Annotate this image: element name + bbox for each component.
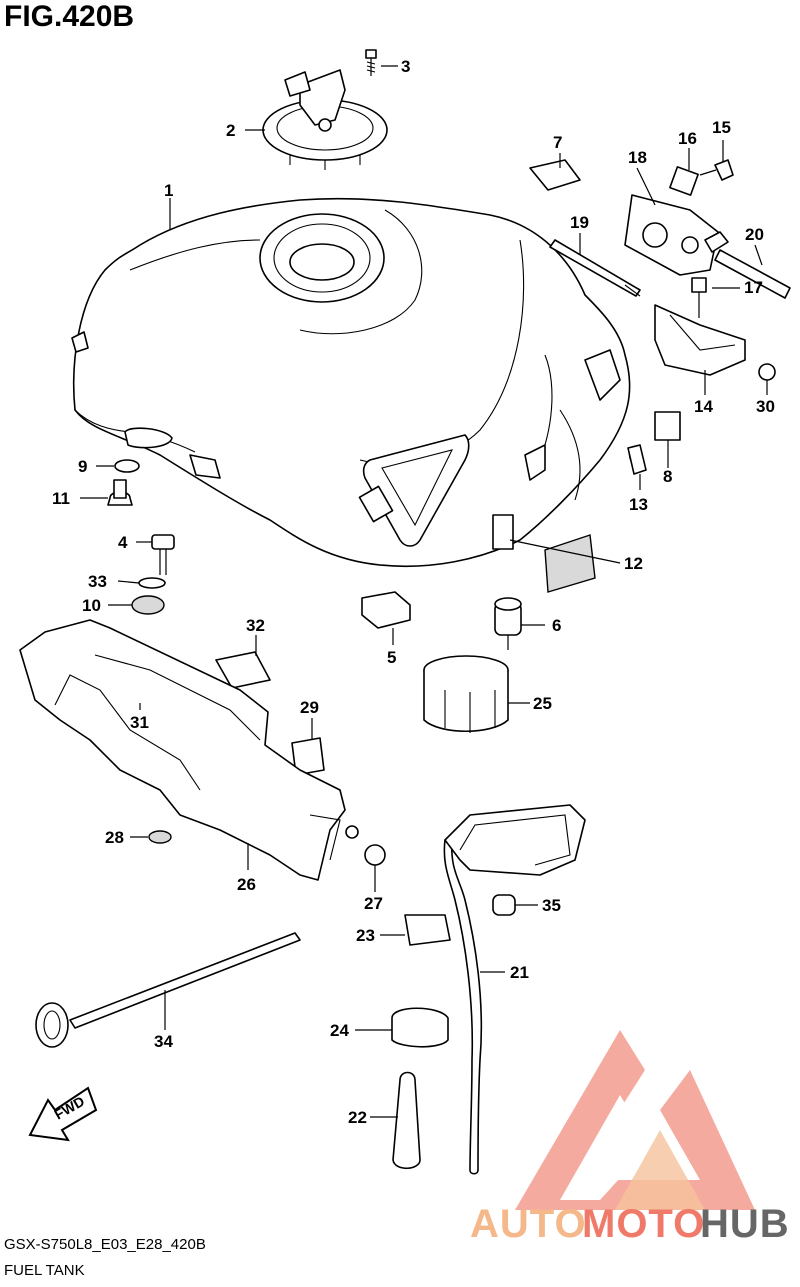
watermark-logo: [515, 1030, 755, 1210]
callout-31: 31: [130, 713, 149, 732]
fuel-cap-part: [262, 69, 388, 170]
callout-6: 6: [552, 616, 561, 635]
figure-title: FIG.420B: [4, 0, 135, 33]
bracket-assembly: [529, 159, 791, 468]
figure-code: GSX-S750L8_E03_E28_420B: [4, 1236, 206, 1253]
callout-16: 16: [678, 129, 697, 148]
callout-8: 8: [663, 467, 672, 486]
callout-21: 21: [510, 963, 529, 982]
fwd-arrow-icon: FWD: [28, 1086, 98, 1142]
callout-1: 1: [164, 181, 173, 200]
watermark-moto: MOTO: [582, 1202, 705, 1246]
watermark-hub: HUB: [700, 1202, 790, 1246]
bolt-part: [365, 49, 377, 76]
figure-name: FUEL TANK: [4, 1262, 85, 1279]
callout-7: 7: [553, 133, 562, 152]
callout-23: 23: [356, 926, 375, 945]
callout-34: 34: [154, 1032, 173, 1051]
callout-33: 33: [88, 572, 107, 591]
callout-9: 9: [78, 457, 87, 476]
callout-27: 27: [364, 894, 383, 913]
callout-4: 4: [118, 533, 128, 552]
callout-35: 35: [542, 896, 561, 915]
callout-3: 3: [401, 57, 410, 76]
callout-30: 30: [756, 397, 775, 416]
callout-14: 14: [694, 397, 713, 416]
callout-26: 26: [237, 875, 256, 894]
callout-12: 12: [624, 554, 643, 573]
small-parts: [107, 444, 647, 1170]
callout-28: 28: [105, 828, 124, 847]
callout-29: 29: [300, 698, 319, 717]
callout-17: 17: [744, 278, 763, 297]
callout-25: 25: [533, 694, 552, 713]
callout-24: 24: [330, 1021, 349, 1040]
fuel-tank-part: [71, 197, 631, 568]
callout-19: 19: [570, 213, 589, 232]
leader-lines: [80, 65, 768, 1118]
callout-11: 11: [52, 489, 70, 508]
callout-22: 22: [348, 1108, 367, 1127]
callout-13: 13: [629, 495, 648, 514]
callout-5: 5: [387, 648, 396, 667]
watermark-auto: AUTO: [470, 1202, 587, 1246]
callout-20: 20: [745, 225, 764, 244]
heat-shield-part: [19, 619, 359, 881]
callout-15: 15: [712, 118, 731, 137]
callout-18: 18: [628, 148, 647, 167]
callout-2: 2: [226, 121, 235, 140]
callout-32: 32: [246, 616, 265, 635]
callout-10: 10: [82, 596, 101, 615]
hose-part: [443, 804, 586, 1175]
drain-rod-part: [35, 932, 301, 1048]
